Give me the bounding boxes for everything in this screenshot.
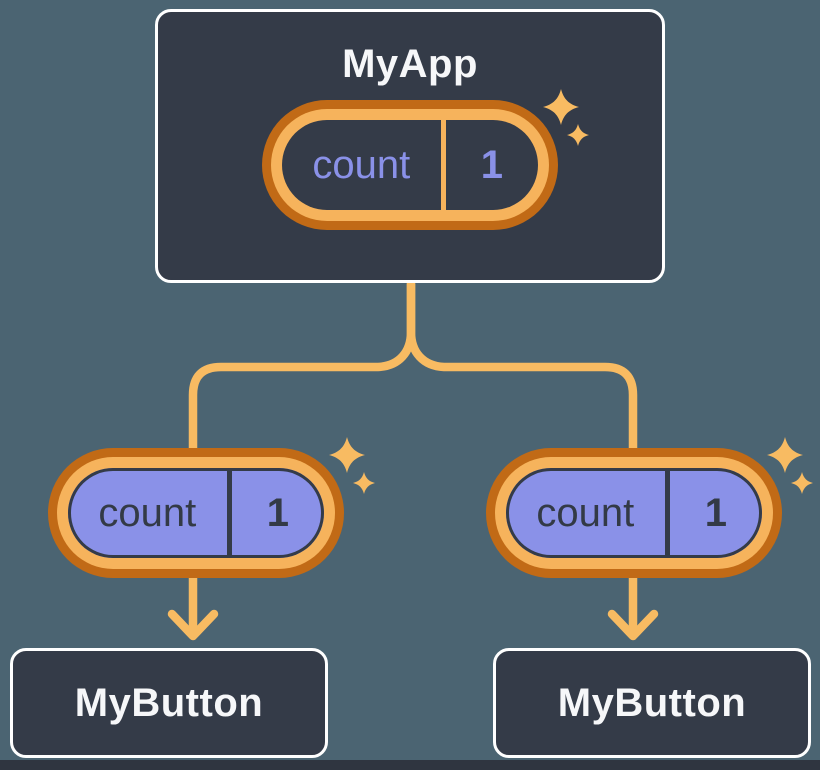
sparkle-icon: [767, 437, 803, 473]
sparkle-icon: [567, 124, 589, 146]
pill-value: 1: [664, 468, 762, 558]
sparkle-icon: [543, 89, 579, 125]
bottom-edge-strip: [0, 760, 820, 770]
node-mybutton-left: MyButton: [10, 648, 328, 758]
sparkle-icon: [353, 472, 375, 494]
prop-pill-left: count 1: [48, 437, 375, 578]
pill-label: count: [312, 142, 411, 187]
pill-value: 1: [440, 120, 538, 210]
node-title: MyButton: [74, 680, 264, 725]
state-pill: count 1: [262, 89, 589, 230]
sparkle-icon: [329, 437, 365, 473]
sparkle-icon: [791, 472, 813, 494]
pill-label: count: [98, 490, 197, 535]
pill-label: count: [536, 490, 635, 535]
node-mybutton-right: MyButton: [493, 648, 811, 758]
pill-value: 1: [226, 468, 324, 558]
arrow-down-icon: [167, 609, 219, 641]
connector-right-branch: [406, 279, 638, 638]
node-title: MyButton: [557, 680, 747, 725]
node-title: MyApp: [342, 42, 478, 86]
arrow-down-icon: [607, 609, 659, 641]
prop-pill-right: count 1: [486, 437, 813, 578]
